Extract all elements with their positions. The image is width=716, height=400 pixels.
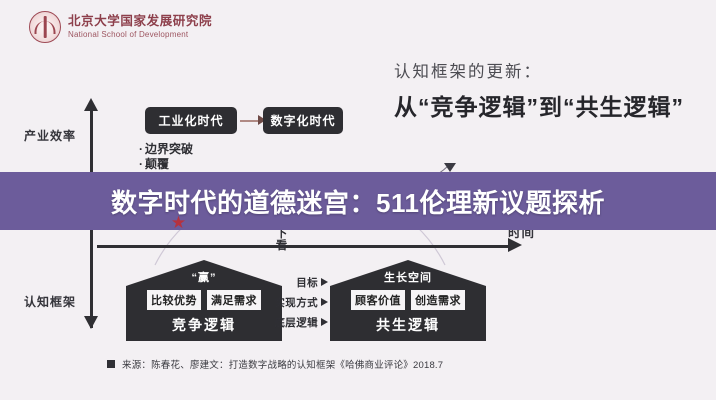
triangle-right-icon (321, 318, 328, 326)
house-roof: 生长空间 (330, 260, 486, 286)
axis-arrow-right-icon (508, 238, 522, 252)
triangle-right-icon (321, 278, 328, 286)
box-digital-era: 数字化时代 (263, 107, 343, 134)
house-middle-row: 顾客价值 创造需求 (330, 286, 486, 311)
house-cell: 创造需求 (410, 289, 466, 311)
star-icon: ★ (170, 213, 187, 232)
brand-logo: 北京大学国家发展研究院 National School of Developme… (29, 11, 212, 43)
axis-arrow-down-icon (84, 316, 98, 329)
house-middle-row: 比较优势 满足需求 (126, 286, 282, 311)
house-cell: 顾客价值 (350, 289, 406, 311)
headline-title: 从“竞争逻辑”到“共生逻辑” (394, 94, 684, 120)
headline-subtitle: 认知框架的更新： (394, 63, 542, 81)
transition-arrow-line (240, 120, 260, 122)
square-bullet-icon (107, 360, 115, 368)
middle-label-method: 实现方式 (274, 292, 328, 312)
horizontal-axis (97, 245, 512, 248)
house-roof: “赢” (126, 260, 282, 286)
list-item: ·边界突破 (139, 142, 194, 156)
axis-label-framework: 认知框架 (24, 295, 77, 309)
pointer-arrow-down-icon (444, 163, 456, 172)
triangle-right-icon (321, 298, 328, 306)
middle-label-text: 实现方式 (274, 296, 318, 309)
brand-name-cn: 北京大学国家发展研究院 (68, 14, 213, 29)
house-competition-logic: “赢” 比较优势 满足需求 竞争逻辑 (126, 260, 282, 341)
middle-label-column: 目标 实现方式 底层逻辑 (274, 272, 328, 332)
overlay-title-banner: 数字时代的道德迷宫：511伦理新议题探析 (0, 172, 716, 230)
brand-name-en: National School of Development (68, 29, 189, 39)
middle-label-text: 目标 (296, 276, 318, 289)
middle-label-goal: 目标 (282, 272, 328, 292)
transition-arrow-icon (258, 115, 266, 125)
brand-text: 北京大学国家发展研究院 National School of Developme… (68, 15, 212, 39)
house-roof-label: 生长空间 (384, 272, 432, 284)
middle-label-logic: 底层逻辑 (274, 312, 328, 332)
headline-block: 认知框架的更新： 从“竞争逻辑”到“共生逻辑” (394, 58, 684, 122)
university-seal-icon (29, 11, 61, 43)
list-item: ·颠覆 (139, 157, 170, 171)
house-base-label: 共生逻辑 (330, 311, 486, 341)
house-base-label: 竞争逻辑 (126, 311, 282, 341)
middle-label-text: 底层逻辑 (274, 316, 318, 329)
house-symbiosis-logic: 生长空间 顾客价值 创造需求 共生逻辑 (330, 260, 486, 341)
house-cell: 比较优势 (146, 289, 202, 311)
axis-arrow-up-icon (84, 98, 98, 111)
source-text: 来源：陈春花、廖建文：打造数字战略的认知框架《哈佛商业评论》2018.7 (122, 360, 444, 371)
house-cell: 满足需求 (206, 289, 262, 311)
overlay-title-text: 数字时代的道德迷宫：511伦理新议题探析 (111, 187, 605, 218)
source-citation: 来源：陈春花、廖建文：打造数字战略的认知框架《哈佛商业评论》2018.7 (107, 357, 443, 371)
bullet-text: 边界突破 (145, 142, 194, 156)
axis-label-efficiency: 产业效率 (24, 129, 77, 143)
house-roof-label: “赢” (191, 272, 217, 284)
box-industrial-era: 工业化时代 (145, 107, 237, 134)
bullet-text: 颠覆 (145, 157, 170, 171)
